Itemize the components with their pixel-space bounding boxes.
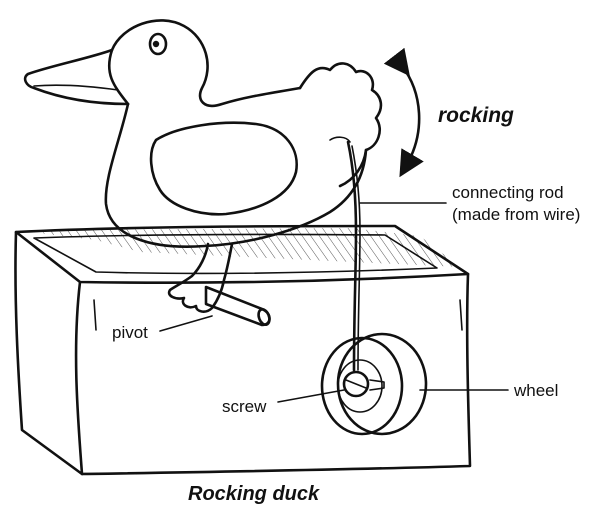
screw-slot	[345, 379, 367, 389]
connecting-rod	[346, 140, 361, 372]
leader-lines	[159, 202, 509, 403]
duck-leg	[167, 242, 234, 313]
wheel-hub-ring	[337, 359, 383, 413]
wheel-label: wheel	[513, 381, 558, 400]
rocking-arrow	[383, 47, 424, 178]
duck-eye	[148, 32, 168, 56]
duck-tail	[298, 62, 383, 188]
connecting-rod-sublabel: (made from wire)	[452, 205, 580, 224]
box	[14, 224, 472, 476]
box-top-rim-inner	[33, 233, 438, 275]
box-front-face	[74, 272, 472, 476]
duck-bill-line	[33, 84, 119, 91]
duck-rod-hook	[329, 136, 351, 143]
duck	[23, 19, 383, 313]
connecting-rod-label: connecting rod	[452, 183, 564, 202]
duck-bill	[23, 48, 130, 106]
duck-body	[104, 102, 368, 248]
wheel-face	[320, 336, 404, 436]
pivot-rod	[204, 285, 271, 327]
duck-wing	[149, 121, 298, 216]
rocking-label: rocking	[438, 104, 514, 127]
screw-leader	[277, 389, 345, 403]
screw-shaft	[369, 379, 385, 391]
diagram-caption: Rocking duck	[188, 483, 320, 505]
duck-head	[107, 19, 302, 108]
box-left-face	[14, 230, 84, 476]
screw-head	[342, 370, 370, 398]
screw-label: screw	[222, 397, 267, 416]
duck-pupil	[152, 40, 160, 48]
wheel	[320, 332, 428, 436]
box-edge-detail	[93, 299, 463, 331]
pivot-label: pivot	[112, 323, 148, 342]
pivot-leader	[159, 315, 213, 332]
